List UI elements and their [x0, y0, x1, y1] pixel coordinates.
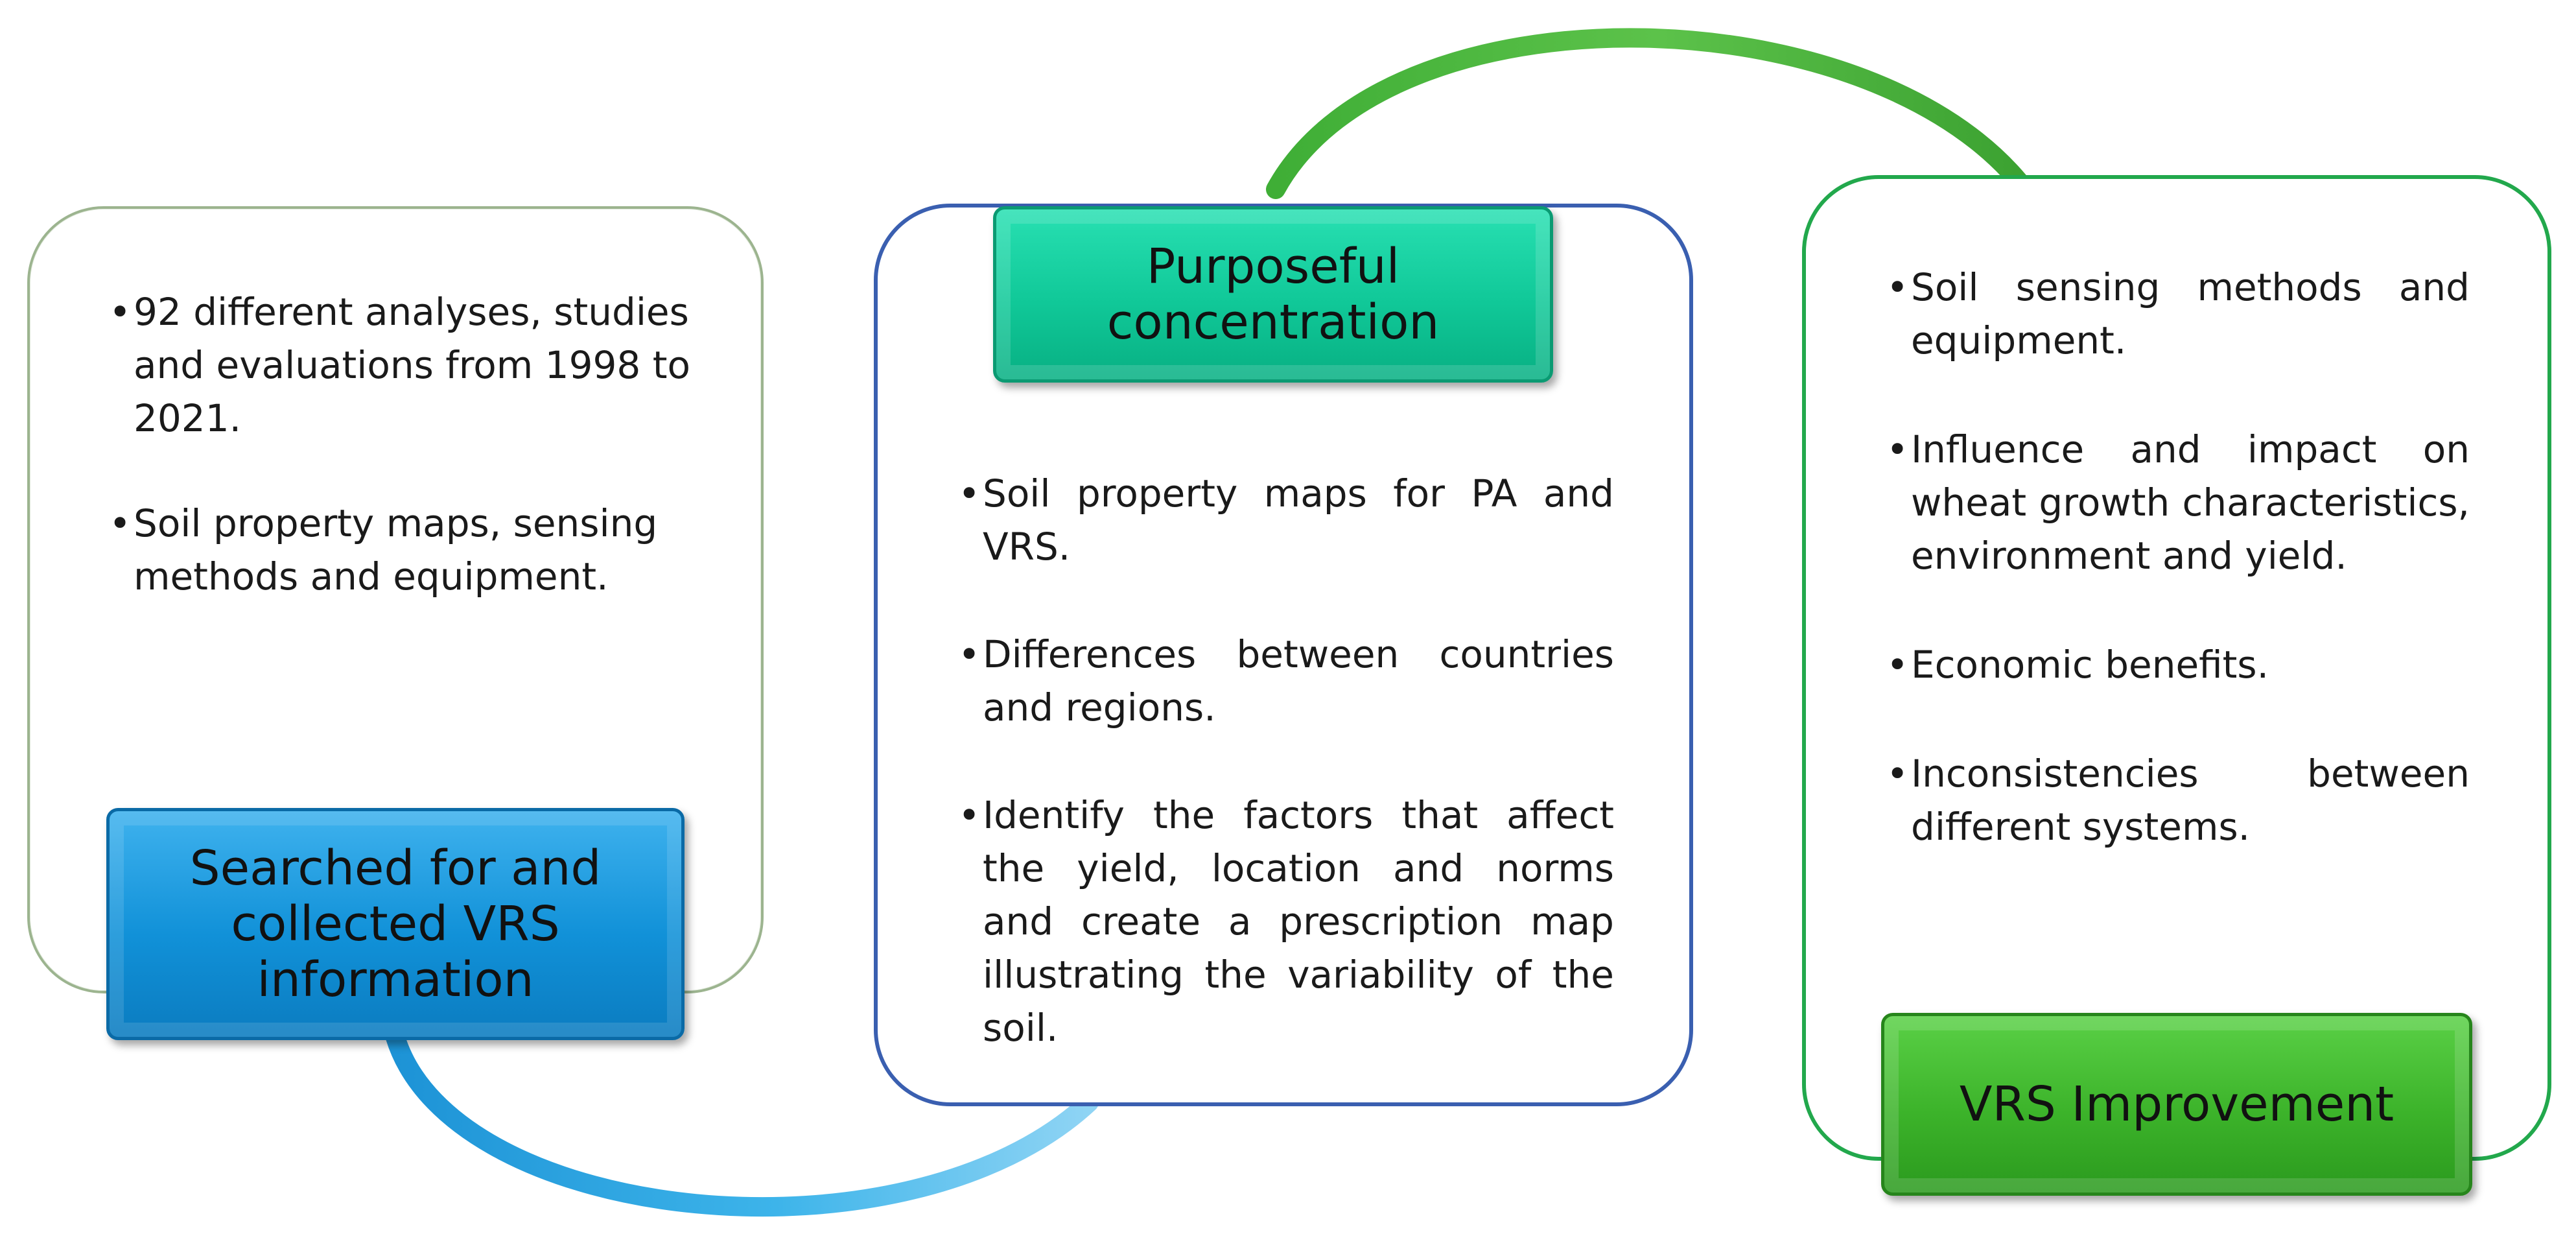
- step-1-bullet: Soil property maps, sensing methods and …: [109, 497, 705, 603]
- step-3-bullets: Soil sensing methods and equipment. Infl…: [1886, 261, 2470, 909]
- step-3-label: VRS Improvement: [1881, 1013, 2472, 1196]
- step-2-bullet: Identify the factors that affect the yie…: [958, 789, 1614, 1054]
- step-3-bullet: Inconsistencies between different system…: [1886, 747, 2470, 853]
- step-2-label: Purposeful concentration: [993, 206, 1553, 383]
- step-1-bullet: 92 different analyses, studies and evalu…: [109, 285, 705, 445]
- step-2-bullet: Soil property maps for PA and VRS.: [958, 467, 1614, 573]
- step-3-bullet: Influence and impact on wheat growth cha…: [1886, 423, 2470, 582]
- step-1-label: Searched for and collected VRS informati…: [106, 808, 685, 1040]
- connector-arc-top: [1266, 28, 2052, 224]
- step-2-bullets: Soil property maps for PA and VRS. Diffe…: [958, 467, 1614, 1109]
- step-3-bullet: Soil sensing methods and equipment.: [1886, 261, 2470, 367]
- step-3-bullet: Economic benefits.: [1886, 638, 2470, 691]
- step-2-bullet: Differences between countries and region…: [958, 628, 1614, 734]
- step-1-bullets: 92 different analyses, studies and evalu…: [109, 285, 705, 655]
- connector-arc-bottom: [386, 1028, 1099, 1217]
